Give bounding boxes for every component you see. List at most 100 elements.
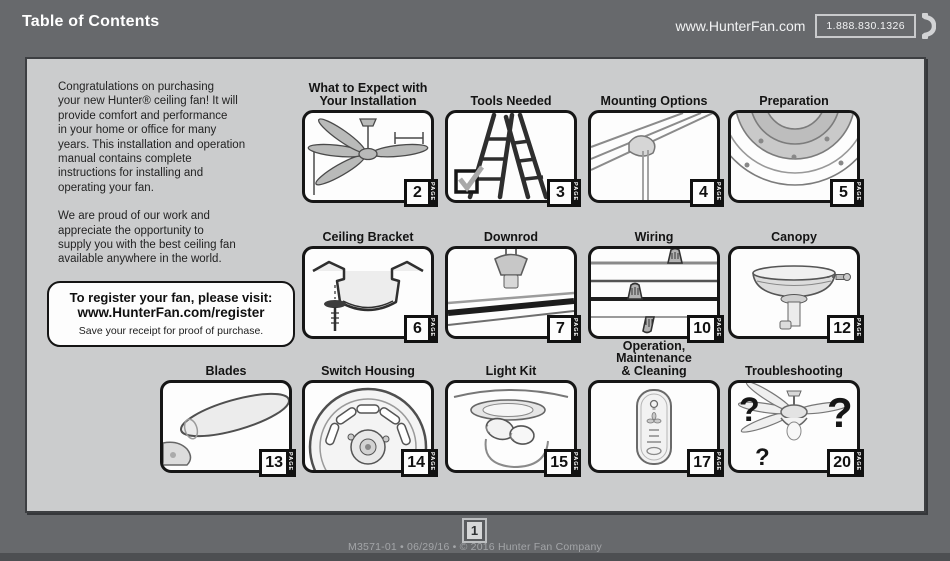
section-title: Operation, Maintenance & Cleaning xyxy=(616,338,692,378)
page-number: 5 xyxy=(833,182,854,204)
section-title: Blades xyxy=(205,363,247,378)
svg-text:?: ? xyxy=(827,389,853,436)
page-badge: 17 PAGE xyxy=(687,449,724,477)
fan-blade-icon xyxy=(163,383,289,470)
section-thumbnail: 6 PAGE xyxy=(302,246,438,343)
register-line-1: To register your fan, please visit: xyxy=(69,290,273,305)
register-url: www.HunterFan.com/register xyxy=(77,305,265,320)
intro-paragraph-1: Congratulations on purchasing your new H… xyxy=(58,81,246,194)
downrod-icon xyxy=(448,249,574,336)
toc-item-troubleshooting[interactable]: Troubleshooting ? xyxy=(728,350,864,477)
page-label: PAGE xyxy=(855,452,861,472)
page-label: PAGE xyxy=(572,318,578,338)
ladder-checklist-icon xyxy=(448,113,574,200)
page-label: PAGE xyxy=(715,318,721,338)
page-title: Table of Contents xyxy=(22,13,160,30)
page-badge: 5 PAGE xyxy=(830,179,864,207)
page-badge: 7 PAGE xyxy=(547,315,581,343)
page-number: 20 xyxy=(830,452,854,474)
page-label: PAGE xyxy=(287,452,293,472)
footer-page-number: 1 xyxy=(467,522,482,539)
canopy-icon xyxy=(731,249,857,336)
section-title: Canopy xyxy=(771,229,817,244)
section-title: Switch Housing xyxy=(321,363,415,378)
toc-item-tools-needed[interactable]: Tools Needed 3 PAGE xyxy=(445,80,581,207)
page-badge: 4 PAGE xyxy=(690,179,724,207)
page-number: 15 xyxy=(547,452,571,474)
switch-housing-icon xyxy=(305,383,431,470)
page-badge: 14 PAGE xyxy=(401,449,438,477)
page-label: PAGE xyxy=(429,182,435,202)
page-number: 4 xyxy=(693,182,714,204)
page-label: PAGE xyxy=(855,318,861,338)
website-text: www.HunterFan.com xyxy=(675,18,806,34)
page-badge: 3 PAGE xyxy=(547,179,581,207)
page-badge: 20 PAGE xyxy=(827,449,864,477)
section-title: What to Expect with Your Installation xyxy=(308,81,428,108)
header-contact: www.HunterFan.com 1.888.830.1326 xyxy=(675,13,936,39)
page-badge: 10 PAGE xyxy=(687,315,724,343)
footer-page-number-badge: 1 xyxy=(462,518,487,543)
section-thumbnail: 2 PAGE xyxy=(302,110,438,207)
page-label: PAGE xyxy=(429,452,435,472)
page-number: 2 xyxy=(407,182,428,204)
page-number: 13 xyxy=(262,452,286,474)
section-thumbnail: 5 PAGE xyxy=(728,110,864,207)
svg-text:?: ? xyxy=(755,444,770,470)
page-number: 10 xyxy=(690,318,714,340)
section-thumbnail: 7 PAGE xyxy=(445,246,581,343)
toc-item-what-to-expect[interactable]: What to Expect with Your Installation xyxy=(302,80,438,207)
section-thumbnail: 13 PAGE xyxy=(160,380,296,477)
page-badge: 12 PAGE xyxy=(827,315,864,343)
page-badge: 6 PAGE xyxy=(404,315,438,343)
toc-item-canopy[interactable]: Canopy 12 PAGE xyxy=(728,216,864,343)
section-title: Tools Needed xyxy=(470,93,552,108)
section-thumbnail: 12 PAGE xyxy=(728,246,864,343)
section-thumbnail: 17 PAGE xyxy=(588,380,724,477)
fan-question-marks-icon: ? ? ? xyxy=(731,383,857,470)
section-title: Downrod xyxy=(483,229,539,244)
bottom-bar xyxy=(0,553,950,561)
toc-item-downrod[interactable]: Downrod 7 PAGE xyxy=(445,216,581,343)
fan-housing-top-icon xyxy=(731,113,857,200)
section-thumbnail: ? ? ? 20 PAGE xyxy=(728,380,864,477)
toc-item-blades[interactable]: Blades 13 PAGE xyxy=(160,350,296,477)
page-badge: 15 PAGE xyxy=(544,449,581,477)
register-callout-box: To register your fan, please visit: www.… xyxy=(47,281,295,347)
toc-item-ceiling-bracket[interactable]: Ceiling Bracket 6 PAGE xyxy=(302,216,438,343)
angled-ceiling-mount-icon xyxy=(591,113,717,200)
toc-item-switch-housing[interactable]: Switch Housing xyxy=(302,350,438,477)
intro-text: Congratulations on purchasing your new H… xyxy=(58,80,308,281)
page-number: 6 xyxy=(407,318,428,340)
page-label: PAGE xyxy=(572,452,578,472)
toc-item-light-kit[interactable]: Light Kit 15 PAGE xyxy=(445,350,581,477)
section-title: Ceiling Bracket xyxy=(322,229,414,244)
page-number: 17 xyxy=(690,452,714,474)
section-thumbnail: 3 PAGE xyxy=(445,110,581,207)
svg-text:?: ? xyxy=(739,391,760,429)
phone-handset-icon xyxy=(922,13,936,39)
toc-item-operation-maintenance-cleaning[interactable]: Operation, Maintenance & Cleaning xyxy=(588,338,724,477)
toc-item-mounting-options[interactable]: Mounting Options 4 PAGE xyxy=(588,80,724,207)
page-number: 12 xyxy=(830,318,854,340)
intro-paragraph-2: We are proud of our work and appreciate … xyxy=(58,210,236,266)
ceiling-bracket-icon xyxy=(305,249,431,336)
section-thumbnail: 14 PAGE xyxy=(302,380,438,477)
section-thumbnail: 15 PAGE xyxy=(445,380,581,477)
page-number: 14 xyxy=(404,452,428,474)
section-thumbnail: 10 PAGE xyxy=(588,246,724,343)
page-label: PAGE xyxy=(715,452,721,472)
phone-number-badge: 1.888.830.1326 xyxy=(815,14,916,38)
page-label: PAGE xyxy=(572,182,578,202)
section-title: Preparation xyxy=(759,93,829,108)
footer-document-info: M3571-01 • 06/29/16 • © 2016 Hunter Fan … xyxy=(348,541,602,553)
toc-item-wiring[interactable]: Wiring xyxy=(588,216,724,343)
page-number: 3 xyxy=(550,182,571,204)
page-label: PAGE xyxy=(715,182,721,202)
toc-item-preparation[interactable]: Preparation 5 xyxy=(728,80,864,207)
section-title: Light Kit xyxy=(485,363,537,378)
content-panel: Congratulations on purchasing your new H… xyxy=(25,57,926,513)
remote-control-icon xyxy=(591,383,717,470)
light-kit-icon xyxy=(448,383,574,470)
fan-dimensions-icon xyxy=(305,113,431,200)
